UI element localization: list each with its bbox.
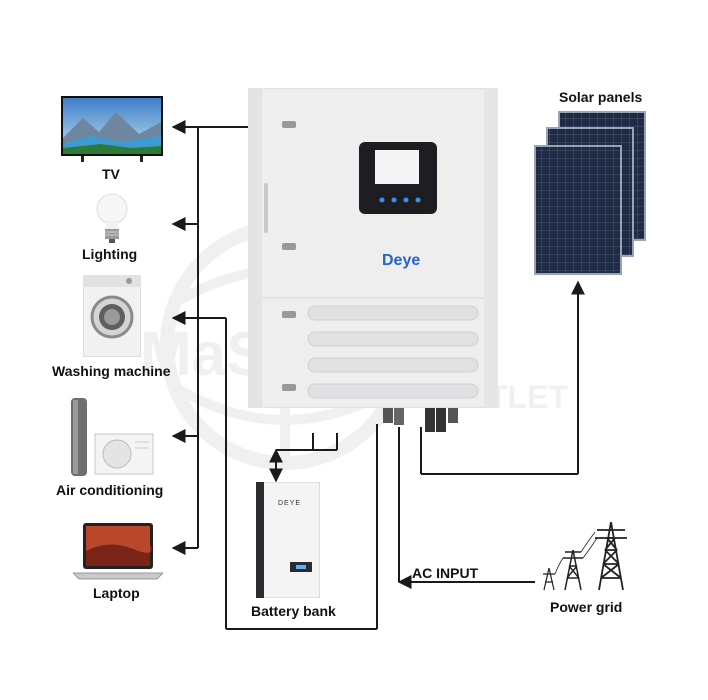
- air-conditioning-label: Air conditioning: [56, 482, 164, 498]
- tv-icon: [61, 96, 163, 162]
- ac-input-line: [397, 427, 535, 589]
- solar-panel-icon: [534, 111, 646, 275]
- lighting-label: Lighting: [82, 246, 138, 262]
- solar-panel-array: [533, 110, 649, 280]
- hybrid-inverter: Deye: [247, 87, 499, 409]
- battery-bank: DEYE: [255, 481, 321, 599]
- laptop-label: Laptop: [93, 585, 140, 601]
- inverter-body: [247, 87, 499, 409]
- inverter-cable-glands: [383, 403, 458, 432]
- solar-panels-label: Solar panels: [559, 89, 643, 105]
- light-bulb-icon: [96, 193, 128, 243]
- battery-line: [269, 433, 338, 483]
- inverter-brand-logo: Deye: [382, 252, 421, 269]
- air-conditioner: [69, 396, 157, 478]
- power-grid-label: Power grid: [550, 599, 623, 615]
- battery-icon: [255, 481, 321, 599]
- laptop: [71, 521, 165, 581]
- light-bulb: [95, 193, 129, 245]
- transmission-tower-icon: [543, 521, 627, 591]
- washing-machine: [82, 274, 142, 358]
- power-grid: [537, 520, 635, 592]
- battery-bank-label: Battery bank: [251, 603, 336, 619]
- laptop-icon: [71, 523, 165, 580]
- washing-machine-line: [171, 311, 378, 630]
- battery-brand-logo: DEYE: [278, 500, 302, 507]
- tv-device: [61, 96, 163, 162]
- washing-machine-icon: [82, 274, 142, 358]
- solar-line: [420, 280, 585, 475]
- ac-input-label: AC INPUT: [412, 565, 479, 581]
- air-conditioner-icon: [71, 398, 154, 476]
- washing-machine-label: Washing machine: [52, 363, 171, 379]
- load-bus: [171, 120, 248, 555]
- tv-label: TV: [102, 166, 120, 182]
